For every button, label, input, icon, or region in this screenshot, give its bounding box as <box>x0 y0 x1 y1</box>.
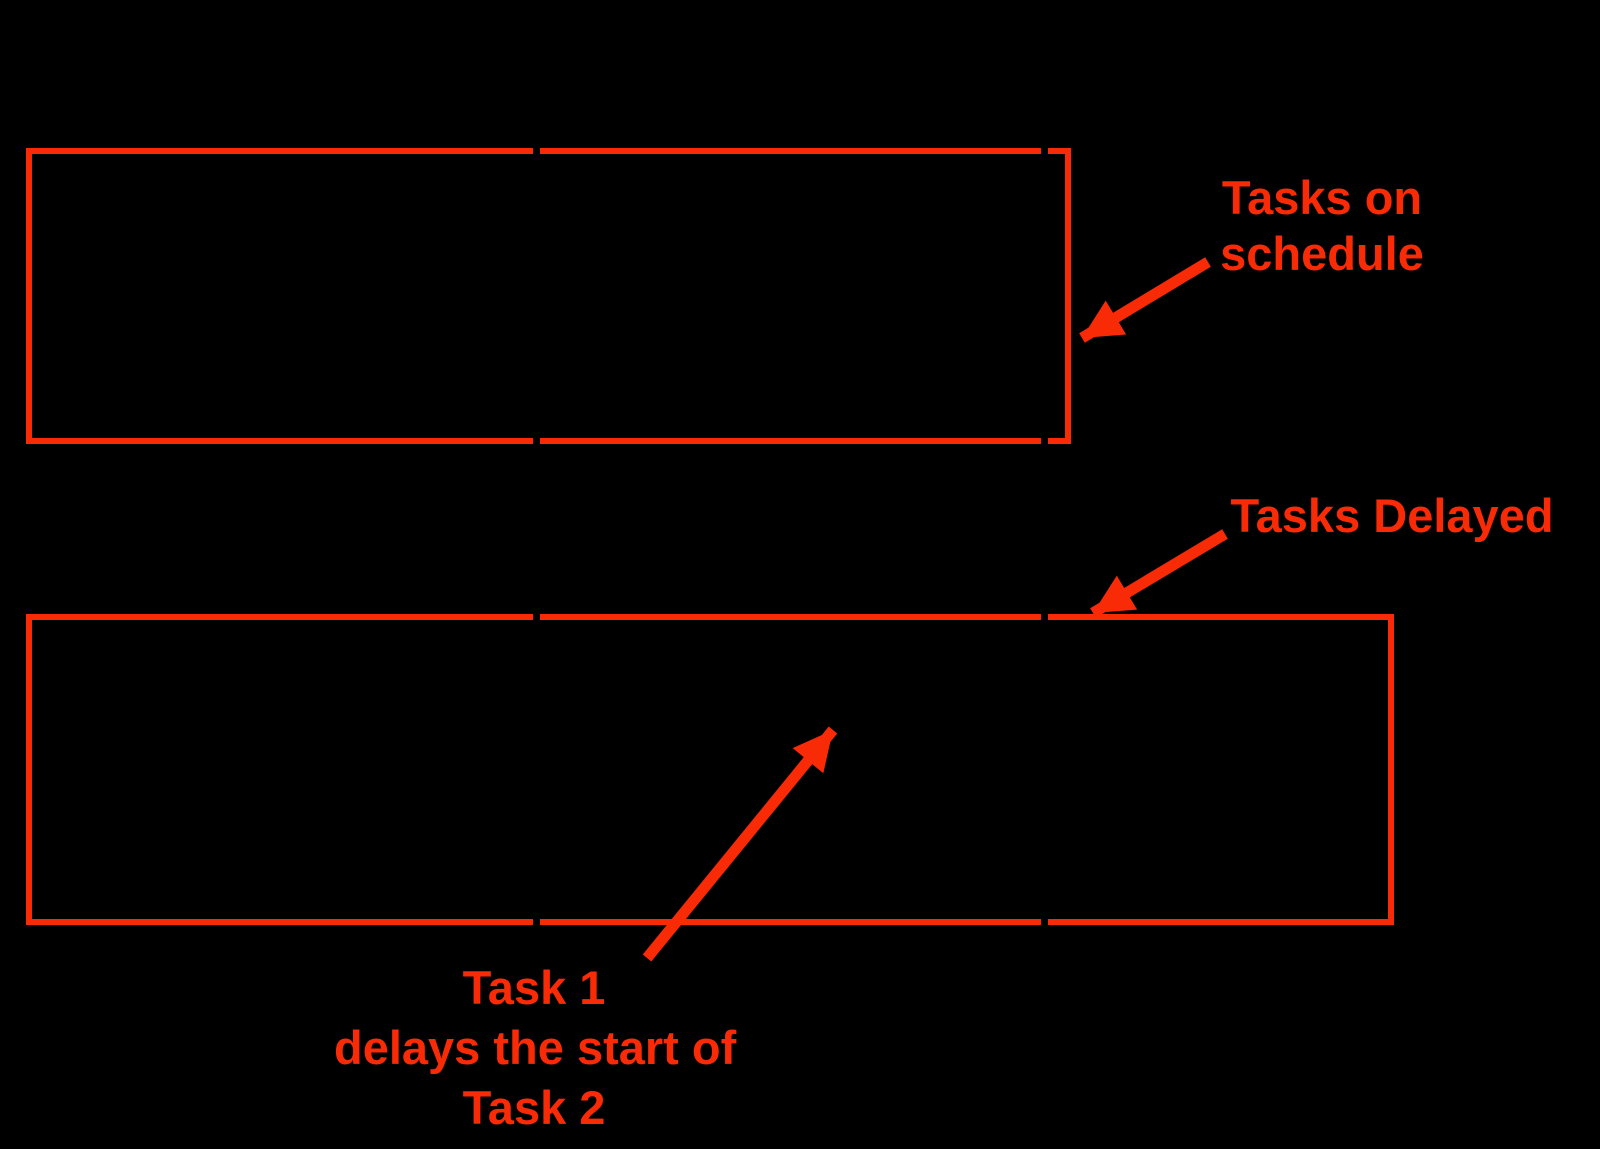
on-schedule-highlight-box <box>26 148 1071 444</box>
delayed-highlight-box <box>26 614 1394 925</box>
dependency-label-line3: Task 2 <box>462 1081 606 1134</box>
tick-mark <box>533 611 540 624</box>
on-schedule-label: Tasks on schedule <box>1122 170 1522 282</box>
dependency-label: Task 1 delays the start of Task 2 <box>334 958 737 1138</box>
delayed-label: Tasks Delayed <box>1192 488 1592 544</box>
tick-mark <box>1041 611 1048 624</box>
on-schedule-label-line2: schedule <box>1220 227 1424 280</box>
delayed-label-text: Tasks Delayed <box>1230 489 1554 542</box>
on-schedule-label-line1: Tasks on <box>1221 171 1423 224</box>
tick-mark <box>533 916 540 929</box>
dependency-label-line1: Task 1 <box>462 961 606 1014</box>
tick-mark <box>1041 435 1048 448</box>
tick-mark <box>533 435 540 448</box>
tick-mark <box>533 145 540 158</box>
tick-mark <box>1041 916 1048 929</box>
arrow-delayed-icon <box>1090 529 1228 618</box>
dependency-label-line2: delays the start of <box>334 1021 737 1074</box>
tick-mark <box>1041 145 1048 158</box>
